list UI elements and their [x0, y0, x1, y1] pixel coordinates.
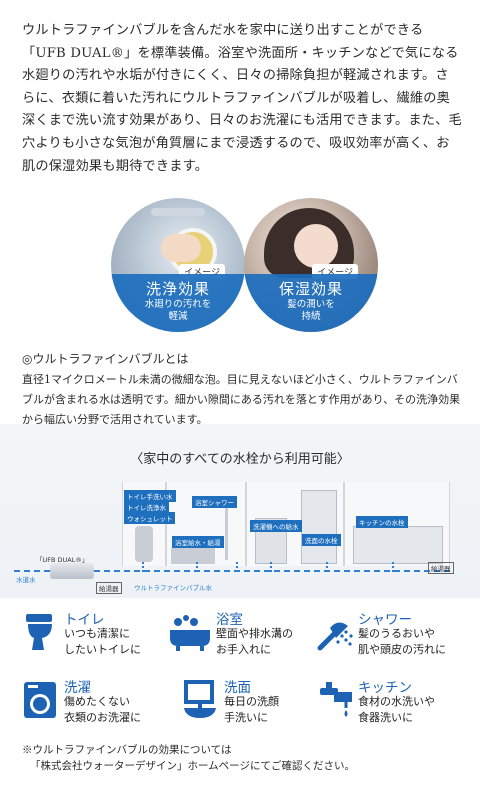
use-grid: トイレ いつも清潔にしたいトイレに 浴室 壁面や排水溝のお手入れに: [0, 608, 480, 738]
diagram-title: 〈家中のすべての水栓から利用可能〉: [130, 452, 350, 467]
label-shower: 浴室シャワー: [192, 496, 237, 508]
moisture-line1: 髪の潤いを: [287, 299, 335, 310]
hand-shape: [161, 234, 201, 262]
footnote: ※ウルトラファインバブルの効果については 「株式会社ウォーターデザイン」ホームペ…: [22, 742, 462, 774]
section-body: 直径1マイクロメートル未満の微細な泡。目に見えないほど小さく、ウルトラファインバ…: [22, 373, 461, 426]
use-desc: 壁面や排水溝のお手入れに: [216, 627, 293, 656]
label-water-main: 水道水: [16, 576, 36, 584]
use-title: トイレ: [64, 612, 105, 628]
washbasin-icon: [184, 680, 216, 718]
use-bath: 浴室 壁面や排水溝のお手入れに: [168, 608, 318, 668]
intro-paragraph: ウルトラファインバブルを含んだ水を家中に送り出すことができる「UFB DUAL®…: [22, 23, 462, 174]
shower-icon: [317, 622, 353, 651]
toilet-fixture: [135, 526, 153, 562]
pipe-drop: [196, 562, 198, 572]
label-device: 「UFB DUAL®」: [36, 556, 89, 564]
label-ufb-water: ウルトラファインバブル水: [134, 584, 212, 592]
use-washroom: 洗面 毎日の洗顔手洗いに: [182, 676, 332, 736]
cleaning-title: 洗浄効果: [145, 280, 210, 298]
use-laundry: 洗濯 傷めたくない衣類のお洗濯に: [22, 676, 172, 736]
ufb-pipe: [14, 570, 450, 574]
pipe-drop: [236, 562, 238, 572]
face-shape: [294, 224, 338, 268]
use-title: 洗濯: [64, 680, 91, 696]
bathtub-fixture: [171, 548, 215, 564]
cleaning-line2: 軽減: [168, 311, 188, 322]
cleaning-band: 洗浄効果 水廻りの汚れを 軽減: [111, 274, 245, 332]
moisture-title: 保湿効果: [278, 280, 343, 298]
cleaning-effect-circle: イメージ 洗浄効果 水廻りの汚れを 軽減: [111, 198, 245, 332]
washing-machine-icon: [24, 682, 56, 718]
use-title: 洗面: [224, 680, 251, 696]
label-laundry: 洗濯機への給水: [250, 520, 302, 532]
use-desc: 髪のうるおいや肌や頭皮の汚れに: [358, 627, 446, 656]
use-shower: シャワー 髪のうるおいや肌や頭皮の汚れに: [316, 608, 466, 668]
label-hot-water-unit: 給湯器: [96, 582, 122, 594]
label-toilet-water: トイレ手洗い水: [124, 490, 176, 502]
pipe-drop: [326, 562, 328, 572]
use-desc: いつも清潔にしたいトイレに: [64, 627, 141, 656]
pipe-drop: [392, 562, 394, 572]
label-washroom: 洗面の水栓: [302, 534, 341, 546]
ufb-device: [50, 563, 94, 579]
moisture-band: 保湿効果 髪の潤いを 持続: [244, 274, 378, 332]
footnote-line1: ※ウルトラファインバブルの効果については: [22, 744, 232, 756]
kitchen-counter: [353, 526, 443, 564]
faucet-shape: [151, 208, 205, 216]
pipe-drop: [270, 562, 272, 572]
use-desc: 毎日の洗顔手洗いに: [224, 695, 279, 724]
kitchen-faucet-icon: [320, 682, 352, 717]
use-desc: 食材の水洗いや食器洗いに: [358, 695, 435, 724]
use-desc: 傷めたくない衣類のお洗濯に: [64, 695, 141, 724]
use-title: 浴室: [216, 612, 243, 628]
label-washlet: ウォシュレット: [124, 512, 176, 524]
moisture-line2: 持続: [301, 311, 321, 322]
vanity-fixture: [301, 490, 337, 564]
room-bath: [166, 482, 246, 566]
section-title: ◎ウルトラファインバブルとは: [22, 352, 189, 366]
bathtub-icon: [170, 615, 210, 651]
use-kitchen: キッチン 食材の水洗いや食器洗いに: [316, 676, 466, 736]
moisture-effect-circle: イメージ 保湿効果 髪の潤いを 持続: [244, 198, 378, 332]
use-title: キッチン: [358, 680, 412, 696]
use-toilet: トイレ いつも清潔にしたいトイレに: [22, 608, 172, 668]
cleaning-line1: 水廻りの汚れを: [144, 299, 212, 310]
house-diagram: 〈家中のすべての水栓から利用可能〉 トイレ手洗い水 トイレ洗浄水 ウォシュレット…: [0, 424, 480, 598]
label-toilet-wash: トイレ洗浄水: [124, 501, 169, 513]
effect-circles: イメージ 洗浄効果 水廻りの汚れを 軽減 イメージ 保湿効果 髪の潤いを 持続: [0, 198, 480, 338]
label-kitchen: キッチンの水栓: [356, 516, 408, 528]
label-bath-faucet: 浴室給水・給湯: [172, 536, 224, 548]
pipe-drop: [142, 562, 144, 572]
footnote-line2: 「株式会社ウォーターデザイン」ホームページにてご確認ください。: [30, 760, 355, 772]
toilet-icon: [26, 614, 52, 650]
shower-pole: [225, 500, 228, 560]
use-title: シャワー: [358, 612, 412, 628]
label-boiler: 給湯器: [428, 562, 454, 574]
